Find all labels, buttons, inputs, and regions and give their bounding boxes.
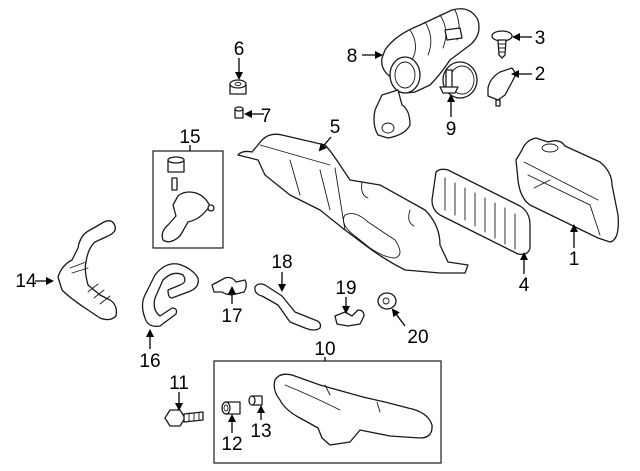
callout-label-17[interactable]: 17 — [221, 306, 242, 327]
leader-lines — [35, 33, 578, 433]
part-6-grommet[interactable] — [229, 79, 247, 95]
part-14-pcv-hose[interactable] — [57, 220, 118, 321]
part-16-hose[interactable] — [141, 263, 199, 327]
callout-label-18[interactable]: 18 — [271, 252, 292, 273]
part-17-elbow[interactable] — [211, 276, 247, 296]
part-15-resonator[interactable] — [161, 156, 215, 243]
callout-label-16[interactable]: 16 — [139, 351, 160, 372]
callout-label-11[interactable]: 11 — [169, 373, 189, 394]
part-2-maf-sensor[interactable] — [487, 67, 517, 107]
callout-label-15[interactable]: 15 — [179, 127, 200, 148]
part-5-upper-housing[interactable] — [237, 133, 469, 274]
part-9-hose-clamp[interactable] — [439, 61, 478, 99]
part-18-hose[interactable] — [254, 283, 322, 331]
part-20-grommet[interactable] — [377, 292, 397, 310]
part-4-filter-element[interactable] — [431, 168, 531, 256]
part-3-screw[interactable] — [491, 30, 513, 59]
part-19-elbow[interactable] — [334, 309, 365, 327]
part-10-inlet-duct[interactable] — [273, 373, 433, 446]
part-11-bolt[interactable] — [164, 409, 204, 427]
callout-label-19[interactable]: 19 — [335, 278, 356, 299]
part-13-bushing[interactable] — [248, 395, 263, 406]
callout-label-8[interactable]: 8 — [347, 46, 358, 67]
callout-label-9[interactable]: 9 — [446, 119, 457, 140]
callout-label-20[interactable]: 20 — [407, 327, 428, 348]
part-1-lower-housing[interactable] — [515, 137, 619, 243]
callout-label-3[interactable]: 3 — [535, 28, 546, 49]
callout-label-7[interactable]: 7 — [261, 106, 272, 127]
part-12-grommet[interactable] — [221, 401, 241, 415]
part-10-box — [213, 360, 442, 464]
callout-label-5[interactable]: 5 — [330, 117, 341, 138]
part-8-intake-duct[interactable] — [373, 8, 480, 139]
callout-label-10[interactable]: 10 — [314, 339, 335, 360]
callout-label-2[interactable]: 2 — [535, 64, 546, 85]
callout-label-14[interactable]: 14 — [15, 271, 37, 292]
part-15-box — [152, 150, 224, 249]
callout-label-1[interactable]: 1 — [569, 249, 580, 270]
leader-line-5 — [318, 136, 332, 152]
callout-label-4[interactable]: 4 — [519, 275, 530, 296]
callout-label-12[interactable]: 12 — [221, 434, 242, 455]
callout-label-13[interactable]: 13 — [250, 421, 271, 442]
callout-label-6[interactable]: 6 — [234, 39, 245, 60]
leader-line-20 — [391, 308, 406, 327]
part-7-bushing[interactable] — [234, 106, 244, 119]
